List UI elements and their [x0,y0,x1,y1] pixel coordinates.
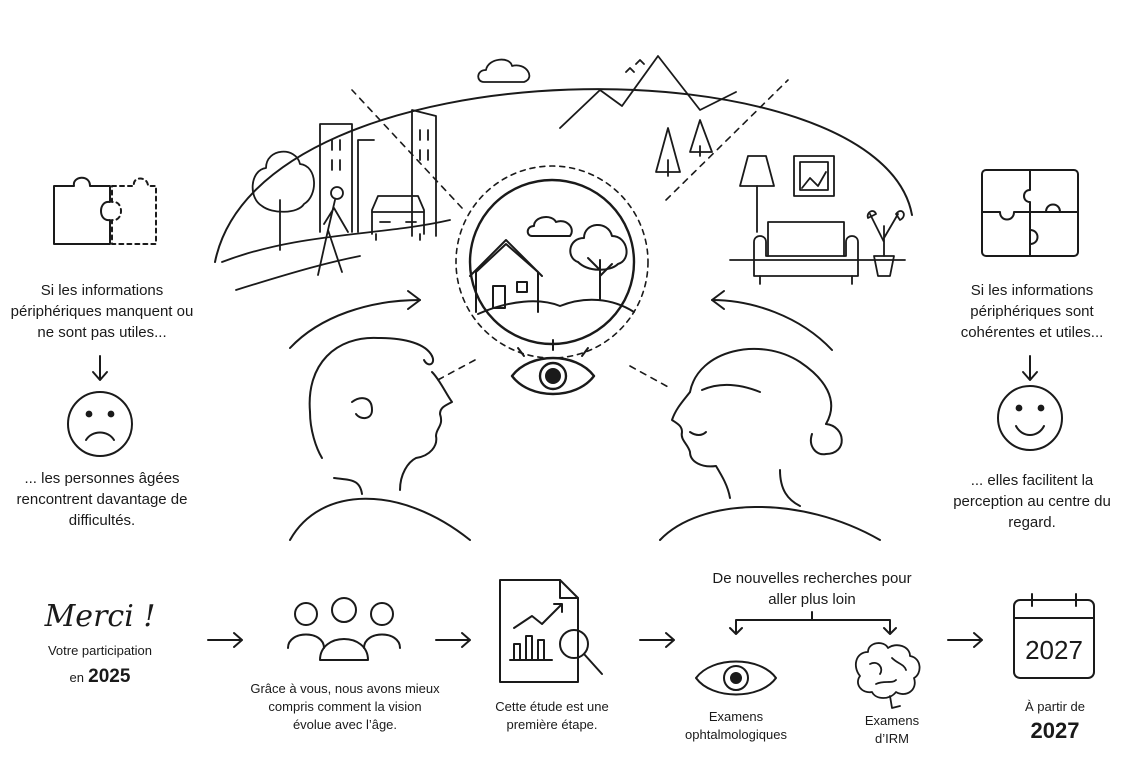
hills [477,298,635,315]
right-condition-text: Si les informations périphériques sont c… [960,282,1104,341]
left-curved-arrow [289,290,421,349]
mountain-scene [477,55,737,177]
central-scene-circle [468,178,636,346]
puzzle-missing-icon [53,176,157,245]
house-icon [469,239,543,313]
happy-face-icon [997,385,1063,451]
first-step-text: Cette étude est une première étape. [495,699,609,732]
street-scene [221,109,451,291]
field-dividers [351,79,789,389]
understanding-text: Grâce à vous, nous avons mieux compris c… [250,681,440,732]
timeline-arrows [207,632,983,648]
cloud-icon [526,216,573,237]
en-label: en [69,670,84,685]
visual-field-arc [214,88,913,263]
tree-icon [569,224,628,301]
new-research-text: De nouvelles recherches pour aller plus … [712,570,912,608]
left-down-arrow [92,355,108,381]
right-outcome-text: ... elles facilitent la perception au ce… [953,472,1111,531]
sad-face-icon [67,391,133,457]
study-report-icon [499,579,603,683]
from-label: À partir de [1025,699,1085,714]
participation-year-line: en 2025 [20,666,180,688]
eye-exam-icon [695,660,777,696]
eye-exam-text: Examens ophtalmologiques [685,709,787,742]
right-down-arrow [1022,355,1038,381]
young-man-profile [289,336,471,541]
eye-icon [510,339,596,396]
participation-text: Votre participation [47,643,153,658]
calendar-icon [1013,593,1095,679]
living-room-scene [729,155,906,285]
from-year: 2027 [1030,718,1080,743]
left-outcome-text: ... les personnes âgées rencontrent dava… [16,470,188,529]
merci-title: Merci ! [44,599,156,634]
puzzle-complete-icon [981,169,1079,257]
branching-arrows [729,611,897,635]
older-woman-profile [659,348,881,541]
left-condition-text: Si les informations périphériques manque… [10,282,194,341]
brain-icon [854,642,921,709]
participation-year: 2025 [88,666,131,687]
mri-exam-text: Examens d’IRM [864,713,920,746]
cloud-icon-2 [477,58,531,83]
right-curved-arrow [711,290,833,351]
calendar-year: 2027 [1025,635,1083,665]
people-group-icon [287,597,401,661]
